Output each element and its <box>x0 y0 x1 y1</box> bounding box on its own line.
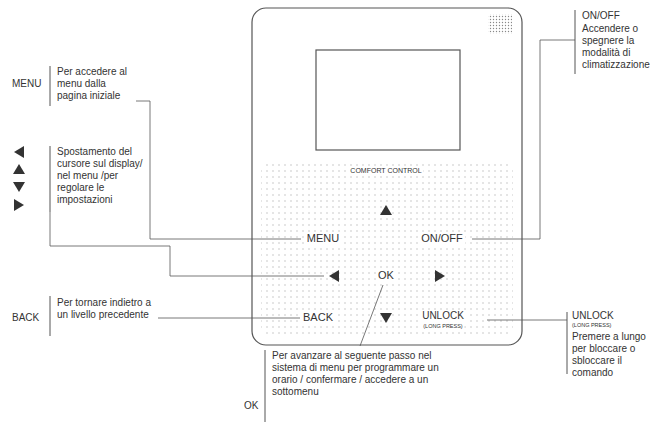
button-label: OK <box>376 269 396 282</box>
callout-text: Per accedere al menu dalla pagina inizia… <box>57 66 133 102</box>
bracket <box>567 312 568 374</box>
button-label: MENU <box>305 232 341 245</box>
leader-line <box>472 40 575 239</box>
bracket <box>265 350 266 422</box>
down-arrow-symbol <box>13 182 25 192</box>
up-button <box>380 205 392 215</box>
display-screen <box>316 50 460 150</box>
callout-text: Per avanzare al seguente passo nel siste… <box>272 350 450 398</box>
leader-line <box>158 318 300 319</box>
button-label: BACK <box>301 311 335 324</box>
callout-text: Per tornare indietro a un livello preced… <box>57 297 153 321</box>
button-name: BACK <box>12 312 39 324</box>
speaker-grille <box>488 14 512 34</box>
button-label: UNLOCK <box>420 310 466 322</box>
button-name: OK <box>244 400 258 412</box>
right-button <box>435 270 445 282</box>
left-arrow-symbol <box>14 146 24 158</box>
bracket <box>50 66 51 106</box>
device-caption: COMFORT CONTROL <box>348 167 423 175</box>
button-name: ON/OFF <box>582 10 620 22</box>
down-button <box>380 313 392 323</box>
controller-housing <box>252 8 522 345</box>
right-arrow-symbol <box>14 199 24 211</box>
leader-line <box>50 212 324 276</box>
button-area <box>261 160 513 337</box>
button-name: UNLOCK <box>572 310 614 322</box>
bracket <box>50 146 51 212</box>
bracket <box>575 10 576 74</box>
button-label: ON/OFF <box>419 232 465 245</box>
up-arrow-symbol <box>13 164 25 174</box>
callout-text: Premere a lungo per bloccare o sbloccare… <box>572 331 656 379</box>
leader-line <box>487 320 567 321</box>
leader-line <box>136 101 301 239</box>
bracket <box>50 296 51 336</box>
callout-text: Accendere o spegnere la modalità di clim… <box>582 23 656 71</box>
button-note: (LONG PRESS) <box>421 323 464 330</box>
button-name: MENU <box>12 78 41 90</box>
left-button <box>329 270 339 282</box>
leader-line <box>360 285 383 346</box>
callout-text: Spostamento del cursore sul display/ nel… <box>57 146 149 206</box>
button-note: (LONG PRESS) <box>572 322 611 329</box>
